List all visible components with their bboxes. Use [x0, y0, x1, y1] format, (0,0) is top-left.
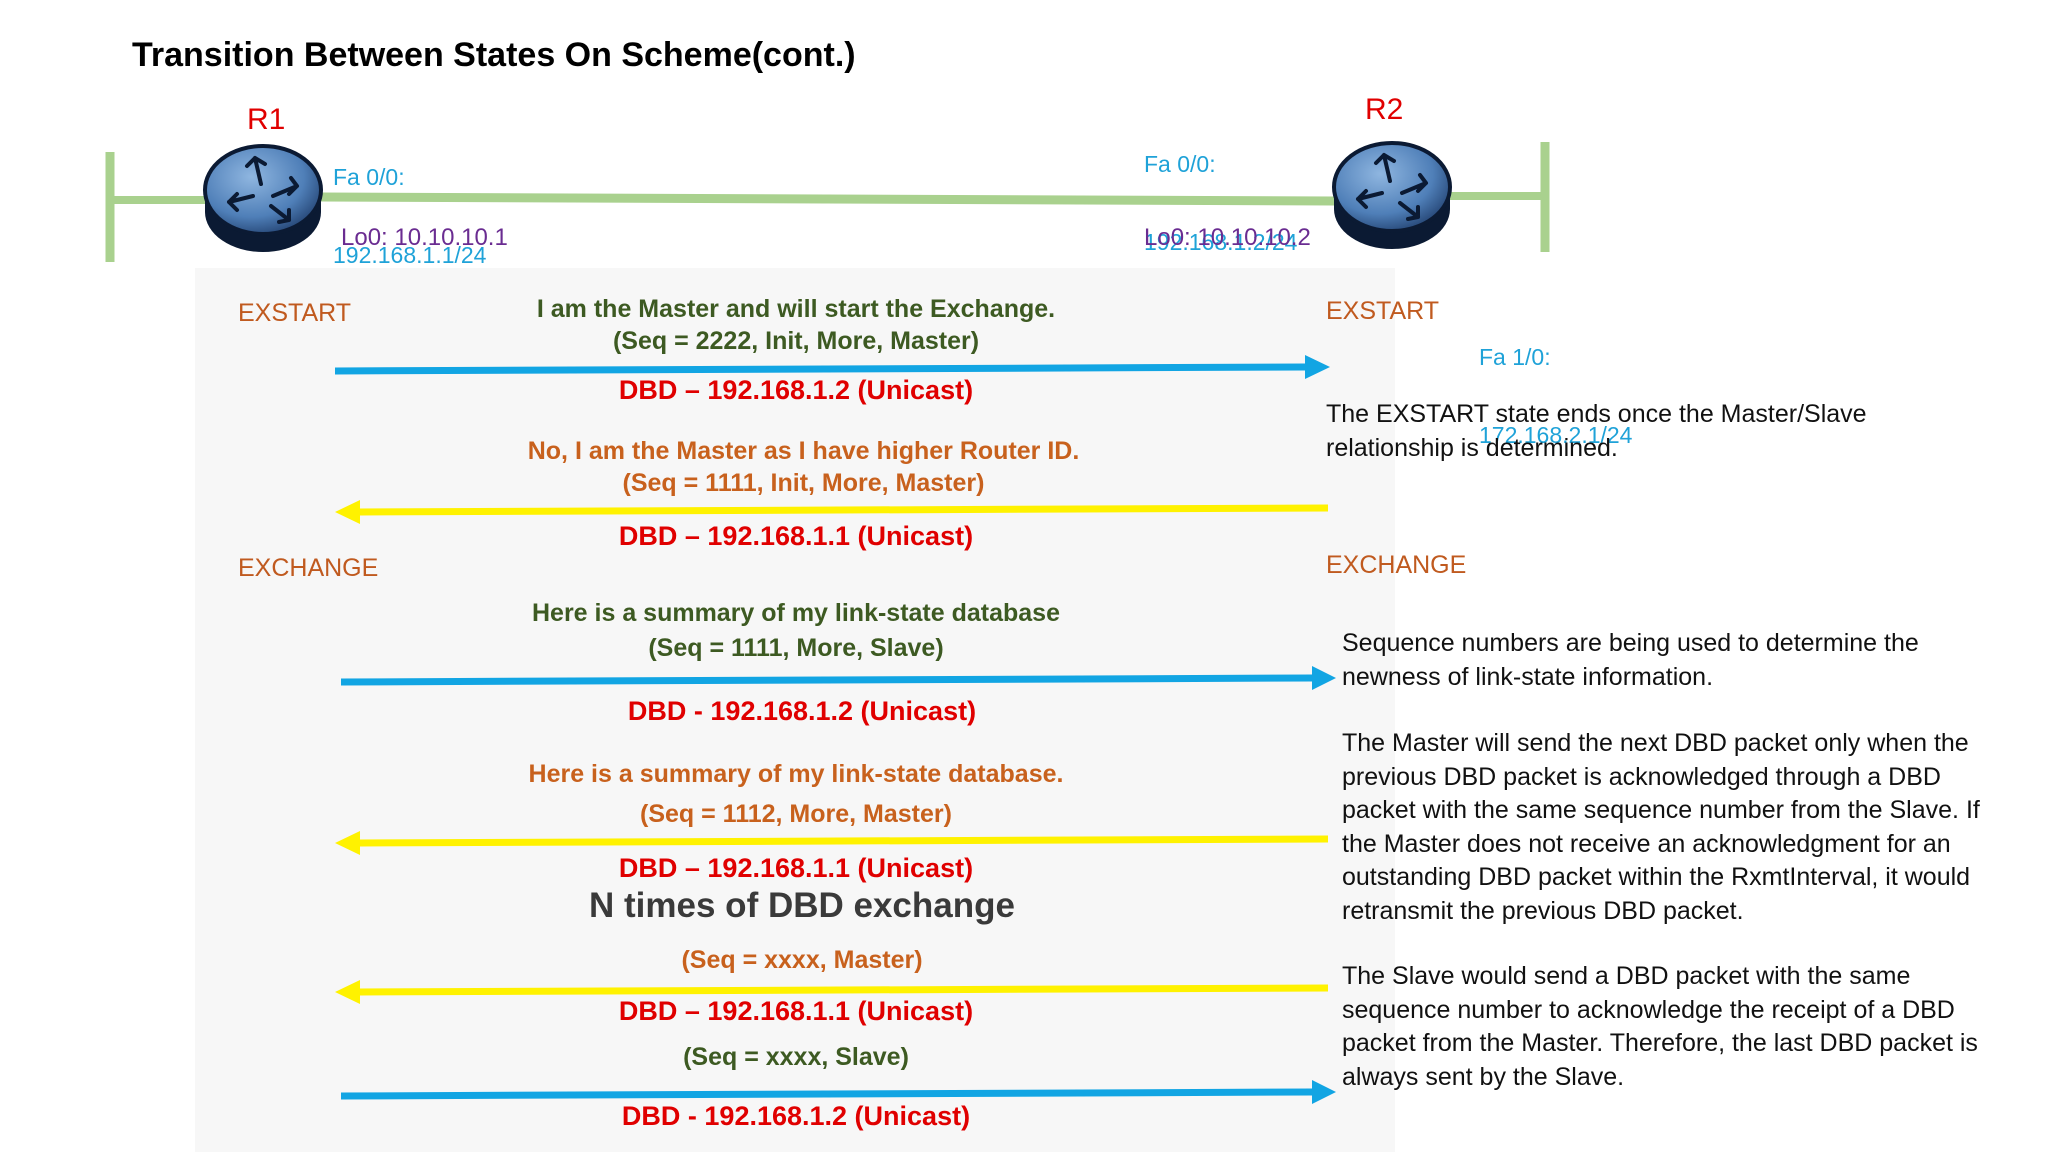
- r2-fa10-label: Fa 1/0:: [1479, 344, 1551, 370]
- r2-fa00-ip: 192.168.1.2/24: [1144, 229, 1298, 255]
- message-3-line2: (Seq = 1111, More, Slave): [648, 634, 944, 662]
- r1-state-exchange: EXCHANGE: [238, 554, 379, 582]
- arrow-1-right: [334, 355, 1330, 379]
- note-master-behavior: The Master will send the next DBD packet…: [1342, 729, 1980, 925]
- r1-fa00-ip: 192.168.1.1/24: [333, 242, 487, 268]
- message-4-line2: (Seq = 1112, More, Master): [640, 800, 952, 828]
- content-panel: [195, 268, 1395, 1152]
- message-4-line1: Here is a summary of my link-state datab…: [528, 760, 1064, 788]
- r1-loopback-label: Lo0: 10.10.10.1: [341, 224, 508, 251]
- note-exstart: The EXSTART state ends once the Master/S…: [1326, 400, 1867, 462]
- message-6-seq: (Seq = xxxx, Slave): [683, 1043, 909, 1071]
- message-3-dbd: DBD - 192.168.1.2 (Unicast): [627, 696, 977, 726]
- page-title: Transition Between States On Scheme(cont…: [132, 36, 856, 74]
- r2-fa10-block: Fa 1/0: 172.168.2.1/24: [1479, 292, 1632, 474]
- r2-fa10-ip: 172.168.2.1/24: [1479, 422, 1633, 448]
- message-5-seq: (Seq = xxxx, Master): [681, 946, 923, 974]
- message-3-line1: Here is a summary of my link-state datab…: [531, 599, 1060, 627]
- router-r2-label: R2: [1365, 93, 1404, 126]
- message-2-line1: No, I am the Master as I have higher Rou…: [527, 437, 1080, 465]
- message-2-text: No, I am the Master as I have higher Rou…: [346, 435, 1261, 499]
- r1-fa00-block: Fa 0/0: 192.168.1.1/24: [333, 112, 486, 294]
- r1-state-exstart: EXSTART: [238, 299, 351, 327]
- message-1-line2: (Seq = 2222, Init, More, Master): [612, 327, 980, 355]
- router-r1-label: R1: [247, 103, 286, 136]
- message-4-text: Here is a summary of my link-state datab…: [346, 754, 1246, 834]
- note-sequence-numbers: Sequence numbers are being used to deter…: [1342, 629, 1919, 691]
- arrow-6-right: [340, 1080, 1336, 1104]
- message-2-dbd: DBD – 192.168.1.1 (Unicast): [618, 521, 974, 551]
- arrow-3-right: [340, 666, 1336, 690]
- r2-state-exstart: EXSTART: [1326, 297, 1439, 325]
- router-r1-icon: [203, 144, 323, 252]
- n-times-label: N times of DBD exchange: [589, 886, 1015, 925]
- message-1-line1: I am the Master and will start the Excha…: [536, 295, 1056, 323]
- message-4-dbd: DBD – 192.168.1.1 (Unicast): [618, 853, 974, 883]
- message-2-line2: (Seq = 1111, Init, More, Master): [622, 469, 985, 497]
- r2-fa00-label: Fa 0/0:: [1144, 151, 1216, 177]
- message-3-text: Here is a summary of my link-state datab…: [346, 596, 1246, 666]
- r1-r2-link: [319, 192, 1336, 206]
- message-1-dbd: DBD – 192.168.1.2 (Unicast): [618, 375, 974, 405]
- r1-fa00-label: Fa 0/0:: [333, 164, 405, 190]
- r2-fa00-block: Fa 0/0: 192.168.1.2/24: [1144, 99, 1297, 281]
- message-6-dbd: DBD - 192.168.1.2 (Unicast): [621, 1101, 971, 1131]
- router-r2-icon: [1332, 141, 1452, 249]
- arrow-5-left: [335, 980, 1329, 1004]
- message-5-dbd: DBD – 192.168.1.1 (Unicast): [618, 996, 974, 1026]
- message-1-text: I am the Master and will start the Excha…: [346, 293, 1246, 357]
- arrow-4-left: [335, 831, 1329, 855]
- r2-loopback-label: Lo0: 10.10.10.2: [1144, 224, 1311, 251]
- r2-state-exchange: EXCHANGE: [1326, 551, 1467, 579]
- note-slave-behavior: The Slave would send a DBD packet with t…: [1342, 962, 1978, 1091]
- arrow-2-left: [335, 500, 1329, 524]
